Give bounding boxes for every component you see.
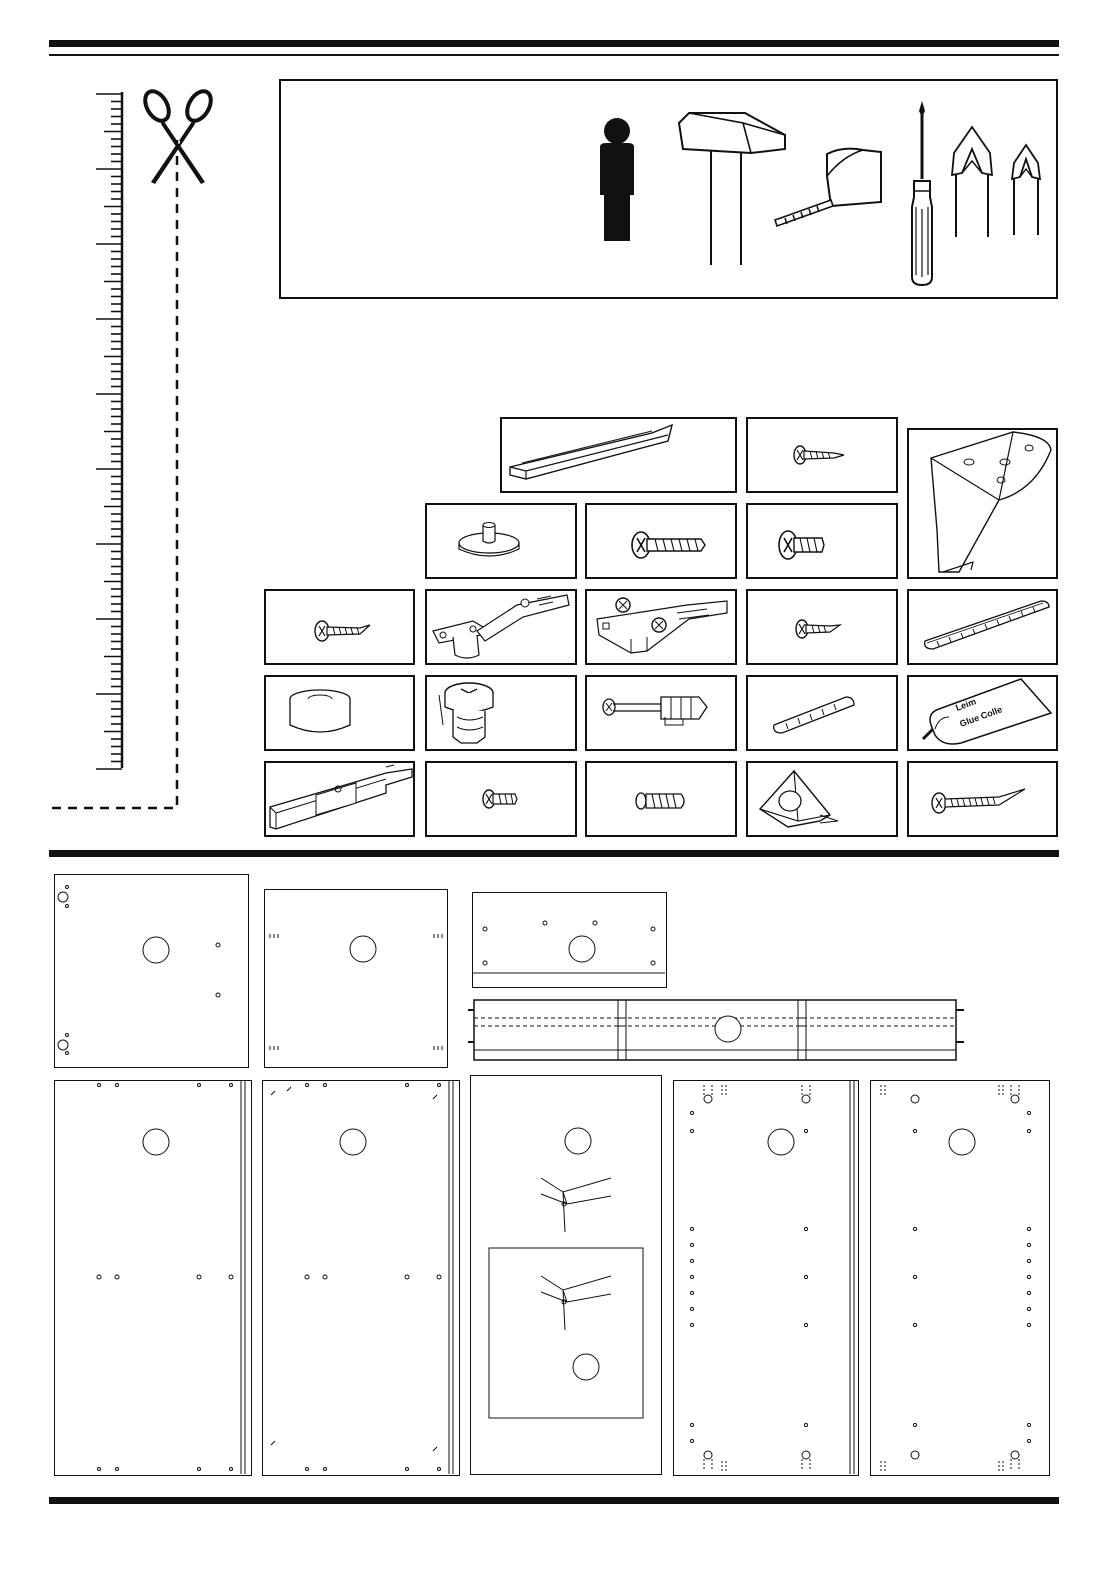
hw-cabinet-hinge bbox=[425, 589, 577, 665]
panel-left-side bbox=[673, 1080, 859, 1476]
top-thin-rule bbox=[49, 54, 1059, 56]
person-icon bbox=[594, 117, 640, 245]
panel-bottom bbox=[264, 889, 448, 1068]
hw-screw-b bbox=[264, 589, 415, 665]
hw-hanging-bracket bbox=[264, 761, 415, 837]
hw-corner-block bbox=[746, 761, 898, 837]
hw-spacer-ring bbox=[264, 675, 415, 751]
hw-rail-profile bbox=[500, 417, 737, 493]
bottom-thick-rule bbox=[49, 1497, 1059, 1504]
panel-back bbox=[470, 1075, 662, 1475]
panel-shelf bbox=[472, 892, 667, 988]
tools-box bbox=[279, 79, 1058, 299]
screwdriver-bit-small-icon bbox=[1008, 143, 1044, 239]
hw-angle-leg bbox=[907, 428, 1058, 579]
hw-hinge-mounting-plate bbox=[585, 589, 737, 665]
tape-measure-icon bbox=[771, 146, 886, 231]
hw-wooden-dowel-short bbox=[746, 675, 898, 751]
panel-top bbox=[54, 874, 249, 1068]
phillips-screwdriver-icon bbox=[907, 97, 937, 289]
hw-small-screw-c bbox=[746, 589, 898, 665]
hw-long-screw bbox=[585, 503, 737, 579]
hw-small-screw-a bbox=[746, 417, 898, 493]
top-thick-rule bbox=[49, 40, 1059, 47]
hw-short-wide-screw bbox=[746, 503, 898, 579]
middle-thick-rule bbox=[49, 850, 1059, 857]
hw-glide-pad bbox=[425, 503, 577, 579]
hw-wooden-dowel-long bbox=[907, 589, 1058, 665]
hw-long-thin-screw bbox=[907, 761, 1058, 837]
hw-connecting-bolt bbox=[585, 675, 737, 751]
panel-left-door bbox=[54, 1080, 252, 1476]
hw-chipboard-screw bbox=[585, 761, 737, 837]
hw-cam-lock bbox=[425, 675, 577, 751]
panel-right-door bbox=[262, 1080, 460, 1476]
screwdriver-bit-large-icon bbox=[948, 125, 996, 241]
panel-back-rail bbox=[468, 998, 964, 1062]
hw-small-screw-d bbox=[425, 761, 577, 837]
cut-line bbox=[45, 140, 185, 812]
panel-right-side bbox=[870, 1080, 1050, 1476]
hw-glue-tube: Leim Glue Colle bbox=[907, 675, 1058, 751]
